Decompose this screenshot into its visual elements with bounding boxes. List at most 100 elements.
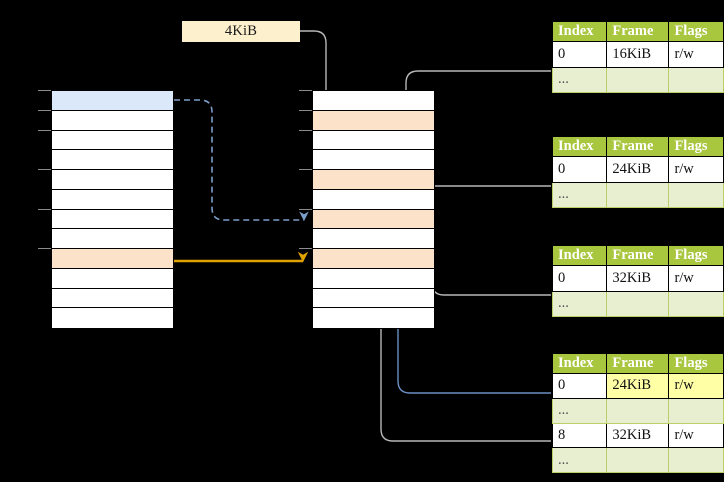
column-header-index: Index — [551, 21, 608, 42]
table-cell-index: 0 — [551, 373, 608, 399]
table-cell-index: 0 — [551, 156, 608, 183]
connector-virtual-blue-to-physical — [174, 99, 309, 222]
table-cell-index: ... — [551, 447, 608, 473]
physical-row-row-7 — [313, 229, 434, 249]
table-cell-flags — [668, 181, 724, 208]
table-cell-frame: 24KiB — [606, 373, 670, 399]
physical-row-row-10 — [313, 288, 434, 309]
physical-memory-block — [312, 90, 435, 329]
table-cell-flags — [668, 66, 724, 93]
table-cell-frame — [606, 66, 670, 93]
virtual-row-tick-0 — [38, 90, 51, 91]
table-cell-frame: 32KiB — [606, 422, 670, 449]
virtual-row-tick-1 — [38, 109, 51, 111]
connector-table4-row8-to-physical — [374, 268, 613, 442]
virtual-row-row-9 — [52, 268, 173, 289]
virtual-row-tick-6 — [38, 208, 51, 210]
table-cell-flags — [668, 447, 724, 473]
virtual-row-row-3 — [52, 150, 173, 170]
table-row: ... — [551, 447, 724, 473]
table-cell-index: 8 — [551, 422, 608, 449]
table-cell-frame: 32KiB — [606, 265, 670, 292]
table-cell-index: ... — [551, 66, 608, 93]
table-cell-frame — [606, 181, 670, 208]
column-header-flags: Flags — [668, 353, 724, 374]
table-cell-flags: r/w — [668, 156, 724, 183]
virtual-row-row-11 — [52, 308, 173, 328]
virtual-row-row-7 — [52, 229, 173, 249]
physical-row-row-9 — [313, 268, 434, 289]
table-cell-flags — [668, 397, 724, 424]
table-cell-index: 0 — [551, 41, 608, 68]
physical-row-tick-1 — [299, 109, 312, 111]
table-cell-frame — [606, 397, 670, 424]
physical-row-tick-0 — [299, 90, 312, 91]
size-label-4kib: 4KiB — [182, 21, 300, 42]
physical-row-row-3 — [313, 150, 434, 170]
virtual-row-row-2 — [52, 130, 173, 151]
physical-row-row-6 — [313, 209, 434, 230]
column-header-flags: Flags — [668, 245, 724, 266]
physical-row-row-1 — [313, 110, 434, 131]
virtual-row-row-8 — [52, 249, 173, 269]
column-header-frame: Frame — [606, 245, 670, 266]
virtual-memory-block — [51, 90, 174, 329]
physical-row-row-4 — [313, 170, 434, 190]
table-cell-index: ... — [551, 290, 608, 317]
virtual-row-tick-4 — [38, 169, 51, 170]
column-header-frame: Frame — [606, 353, 670, 374]
table-cell-flags — [668, 290, 724, 317]
table-cell-index: ... — [551, 181, 608, 208]
table-cell-index: ... — [551, 397, 608, 424]
physical-row-row-5 — [313, 189, 434, 210]
physical-row-row-11 — [313, 308, 434, 328]
virtual-row-row-6 — [52, 209, 173, 230]
virtual-row-row-4 — [52, 170, 173, 190]
column-header-flags: Flags — [668, 136, 724, 157]
virtual-row-row-5 — [52, 189, 173, 210]
connector-size-label-to-physical — [300, 30, 333, 108]
column-header-index: Index — [551, 245, 608, 266]
virtual-row-row-1 — [52, 110, 173, 131]
table-row: ... — [551, 397, 724, 424]
table-row: ... — [551, 181, 724, 208]
table-cell-frame: 24KiB — [606, 156, 670, 183]
virtual-row-tick-2 — [38, 129, 51, 131]
table-cell-frame — [606, 447, 670, 473]
physical-row-tick-2 — [299, 129, 312, 131]
physical-row-tick-6 — [299, 208, 312, 210]
physical-row-row-0 — [313, 91, 434, 111]
table-cell-flags: r/w — [668, 265, 724, 292]
virtual-row-row-10 — [52, 288, 173, 309]
connector-table4-row0-to-physical — [390, 223, 613, 394]
table-row: ... — [551, 66, 724, 93]
column-header-index: Index — [551, 136, 608, 157]
virtual-row-row-0 — [52, 91, 173, 111]
physical-row-tick-8 — [299, 248, 312, 249]
table-cell-frame: 16KiB — [606, 41, 670, 68]
table-cell-flags: r/w — [668, 41, 724, 68]
column-header-index: Index — [551, 353, 608, 374]
virtual-row-tick-8 — [38, 248, 51, 249]
physical-row-row-8 — [313, 249, 434, 269]
table-cell-flags: r/w — [668, 373, 724, 399]
connector-table1-to-physical — [405, 70, 613, 182]
table-row: ... — [551, 290, 724, 317]
